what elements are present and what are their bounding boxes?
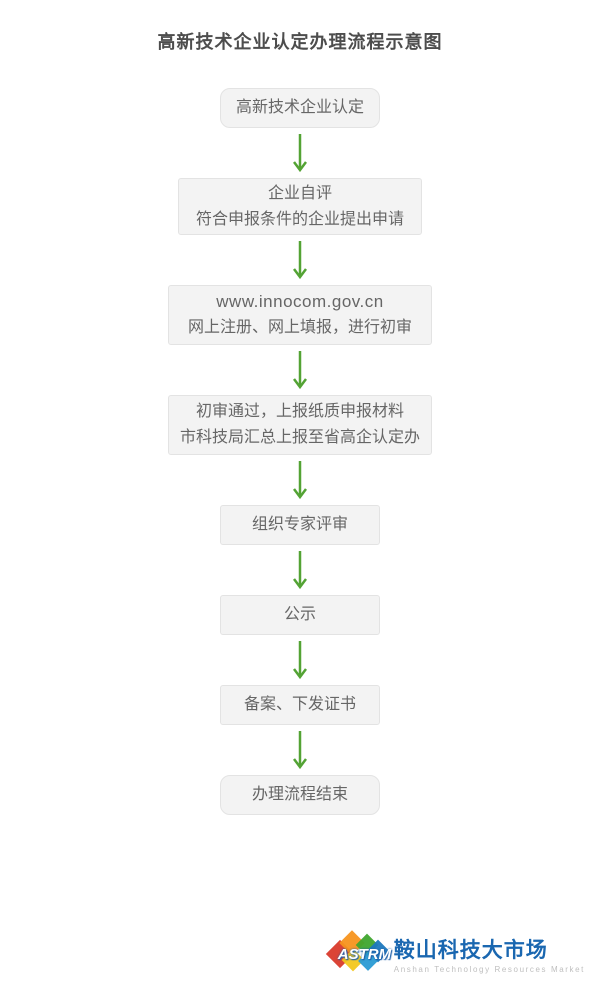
flow-step-start: 高新技术企业认定 [220, 88, 380, 128]
flow-step-label: 企业自评 [267, 184, 332, 202]
flow-step-label: 备案、下发证书 [243, 696, 356, 713]
flow-step-url: www.innocom.gov.cn [216, 292, 384, 311]
flow-step-paper-submission: 初审通过，上报纸质申报材料 市科技局汇总上报至省高企认定办 [168, 395, 432, 455]
flow-step-sublabel: 市科技局汇总上报至省高企认定办 [179, 429, 420, 446]
logo-text: 鞍山科技大市场 Anshan Technology Resources Mark… [394, 939, 585, 974]
flowchart: 高新技术企业认定 企业自评 符合申报条件的企业提出申请 www.innocom.… [0, 88, 600, 815]
flow-step-label: 公示 [283, 606, 316, 623]
arrow-down-icon [293, 641, 307, 680]
flow-step-sublabel: 符合申报条件的企业提出申请 [195, 210, 404, 228]
flow-step-label: 初审通过，上报纸质申报材料 [195, 403, 404, 420]
astrm-logo-icon: ASTRM [325, 930, 392, 980]
page-title: 高新技术企业认定办理流程示意图 [157, 32, 443, 52]
flow-step-label: 高新技术企业认定 [235, 99, 364, 116]
logo-name-en: Anshan Technology Resources Market [393, 964, 585, 974]
footer-logo: ASTRM 鞍山科技大市场 Anshan Technology Resource… [325, 930, 585, 980]
logo-name-cn: 鞍山科技大市场 [393, 938, 548, 962]
flow-step-certificate: 备案、下发证书 [220, 685, 380, 725]
flow-step-self-evaluation: 企业自评 符合申报条件的企业提出申请 [178, 178, 422, 235]
flow-step-online-registration: www.innocom.gov.cn 网上注册、网上填报，进行初审 [168, 285, 432, 345]
arrow-down-icon [293, 241, 307, 280]
arrow-down-icon [293, 551, 307, 590]
arrow-down-icon [293, 134, 307, 173]
logo-acronym: ASTRM [337, 946, 392, 963]
flow-step-end: 办理流程结束 [220, 775, 380, 815]
flow-step-label: 办理流程结束 [251, 786, 348, 803]
arrow-down-icon [293, 461, 307, 500]
flow-step-expert-review: 组织专家评审 [220, 505, 380, 545]
arrow-down-icon [293, 731, 307, 770]
flow-step-public-notice: 公示 [220, 595, 380, 635]
arrow-down-icon [293, 351, 307, 390]
flow-step-label: 组织专家评审 [251, 516, 348, 533]
flow-step-sublabel: 网上注册、网上填报，进行初审 [187, 319, 412, 336]
